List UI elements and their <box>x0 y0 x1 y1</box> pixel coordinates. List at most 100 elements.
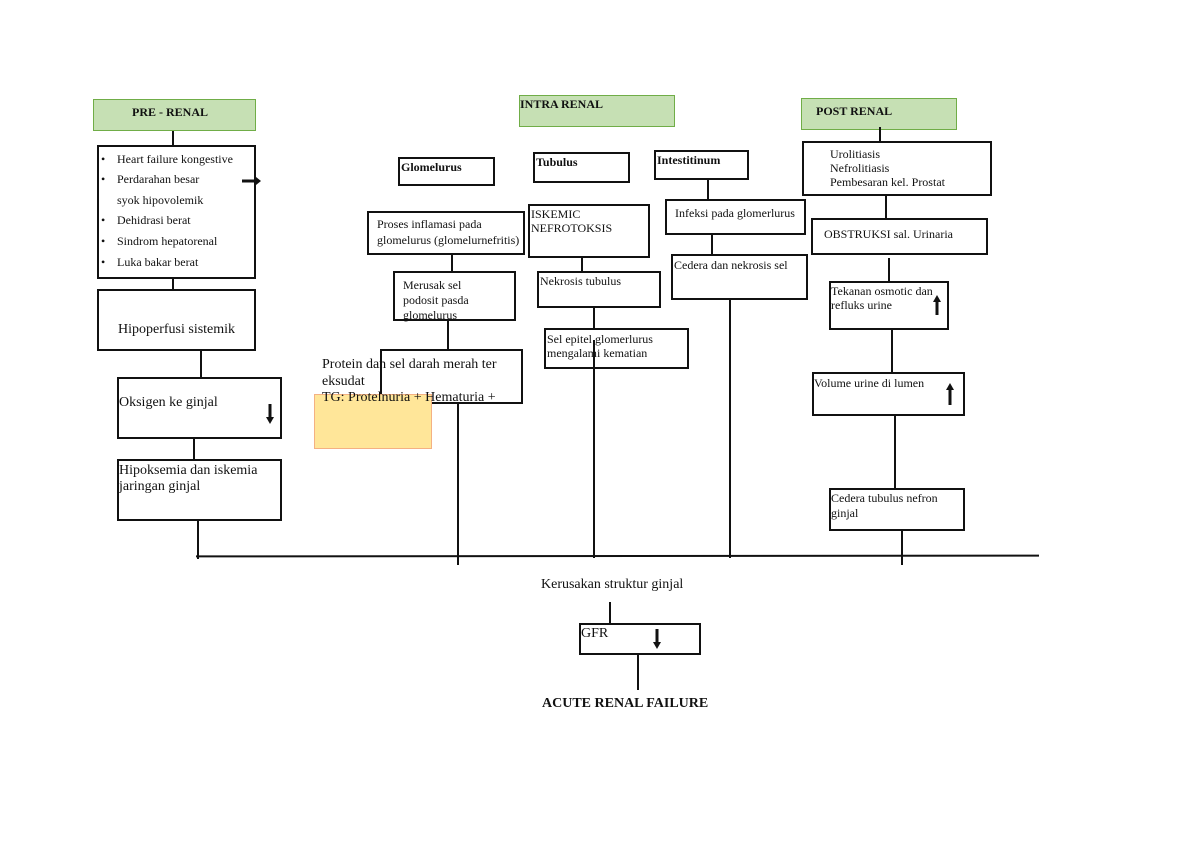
connector-line <box>197 521 199 559</box>
connector-line <box>609 602 611 624</box>
hipoperfusi-box: Hipoperfusi sistemik <box>97 289 256 351</box>
arrow-up-icon <box>946 383 954 405</box>
interstitium-step2-box: Cedera dan nekrosis sel <box>671 254 808 300</box>
hipoksemia-label: jaringan ginjal <box>119 479 201 494</box>
tekanan-label: refluks urine <box>831 298 892 312</box>
obstruksi-box: OBSTRUKSI sal. Urinaria <box>811 218 988 255</box>
tubulus-step1-box: ISKEMIC NEFROTOKSIS <box>528 204 650 258</box>
gfr-box: GFR <box>579 623 701 655</box>
glomerulus-step1-label: glomelurus (glomelurnefritis) <box>377 233 520 247</box>
cause-item-label: Dehidrasi berat <box>117 213 191 227</box>
glomerulus-header-box: Glomelurus <box>398 157 495 186</box>
arrow-down-icon <box>266 404 274 424</box>
cedera-box: Cedera tubulus nefron ginjal <box>829 488 965 531</box>
arrow-down-icon <box>653 629 661 649</box>
connector-line <box>888 258 890 281</box>
cause-item: • <box>101 213 106 227</box>
post-renal-cause: Nefrolitiasis <box>830 161 890 175</box>
tubulus-step1-label: NEFROTOKSIS <box>531 221 613 235</box>
glomerulus-step2-label: podosit pasda <box>403 293 469 307</box>
cedera-label: Cedera tubulus nefron <box>831 491 938 505</box>
tekanan-label: Tekanan osmotic dan <box>831 284 933 298</box>
intra-renal-title: INTRA RENAL <box>520 97 604 111</box>
final-outcome-label: ACUTE RENAL FAILURE <box>542 696 709 711</box>
hipoksemia-label: Hipoksemia dan iskemia <box>119 463 258 478</box>
connector-line <box>457 404 459 565</box>
volume-box: Volume urine di lumen <box>812 372 965 416</box>
tubulus-title: Tubulus <box>536 155 578 169</box>
cause-item: • <box>101 234 106 248</box>
connector-line <box>729 300 731 558</box>
connector-line <box>200 351 202 378</box>
post-renal-title: POST RENAL <box>816 104 893 118</box>
pre-renal-causes-box: • Heart failure kongestive • Perdarahan … <box>97 145 256 279</box>
tubulus-step2-box: Nekrosis tubulus <box>537 271 661 308</box>
cause-item-label: Heart failure kongestive <box>117 152 233 166</box>
interstitium-header-box: Intestitinum <box>654 150 749 180</box>
connector-line <box>451 255 453 272</box>
connector-line <box>172 131 174 146</box>
tekanan-box: Tekanan osmotic dan refluks urine <box>829 281 949 330</box>
tubulus-step2-label: Nekrosis tubulus <box>540 274 621 288</box>
glomerulus-title: Glomelurus <box>401 160 462 174</box>
connector-line <box>711 235 713 255</box>
obstruksi-label: OBSTRUKSI sal. Urinaria <box>824 227 953 241</box>
kerusakan-label: Kerusakan struktur ginjal <box>541 577 684 592</box>
connector-line <box>581 258 583 272</box>
glomerulus-step3-label: TG: Protelnuria + Hematuria + <box>322 390 496 405</box>
cause-item-label: Luka bakar berat <box>117 255 199 269</box>
glomerulus-step1-label: Proses inflamasi pada <box>377 217 482 231</box>
intra-renal-header: INTRA RENAL <box>519 95 675 127</box>
oksigen-box: Oksigen ke ginjal <box>117 377 282 439</box>
cause-item: • <box>101 255 106 269</box>
glomerulus-step3-label: eksudat <box>322 374 365 389</box>
glomerulus-step3-label: Protein dan sel darah merah ter <box>322 357 497 372</box>
post-renal-causes-box: Urolitiasis Nefrolitiasis Pembesaran kel… <box>802 141 992 196</box>
cause-item: • <box>101 152 106 166</box>
cedera-label: ginjal <box>831 506 859 520</box>
interstitium-step1-box: Infeksi pada glomerlurus <box>665 199 806 235</box>
arrow-up-icon <box>933 295 941 315</box>
post-renal-header: POST RENAL <box>801 98 957 130</box>
connector-line <box>707 180 709 200</box>
tubulus-header-box: Tubulus <box>533 152 630 183</box>
volume-label: Volume urine di lumen <box>814 376 925 390</box>
connector-line <box>193 439 195 460</box>
interstitium-title: Intestitinum <box>657 153 721 167</box>
oksigen-label: Oksigen ke ginjal <box>119 395 218 410</box>
connector-line <box>172 279 174 290</box>
tubulus-step1-label: ISKEMIC <box>531 207 581 221</box>
connector-line <box>879 127 881 143</box>
hipoksemia-box: Hipoksemia dan iskemia jaringan ginjal <box>117 459 282 521</box>
glomerulus-step1-box: Proses inflamasi pada glomelurus (glomel… <box>367 211 525 255</box>
connector-line <box>637 655 639 690</box>
connector-line <box>891 330 893 373</box>
hipoperfusi-label: Hipoperfusi sistemik <box>118 322 236 337</box>
post-renal-cause: Urolitiasis <box>830 147 880 161</box>
note-highlight <box>314 394 432 449</box>
connector-line <box>593 340 595 558</box>
connector-line <box>447 321 449 349</box>
interstitium-step2-label: Cedera dan nekrosis sel <box>674 258 788 272</box>
arrow-right-icon <box>242 177 261 185</box>
pre-renal-title: PRE - RENAL <box>132 105 209 119</box>
glomerulus-step2-box: Merusak sel podosit pasda glomelurus <box>393 271 516 322</box>
connector-line <box>885 196 887 219</box>
tubulus-step3-label: Sel epitel glomerlurus <box>547 332 653 346</box>
post-renal-cause: Pembesaran kel. Prostat <box>830 175 945 189</box>
glomerulus-step2-label: Merusak sel <box>403 278 462 292</box>
gfr-label: GFR <box>581 626 609 641</box>
cause-item-label: Sindrom hepatorenal <box>117 234 218 248</box>
connector-line <box>901 531 903 565</box>
merge-line <box>195 554 1040 558</box>
glomerulus-step2-label: glomelurus <box>403 308 457 322</box>
cause-item: • <box>101 172 106 186</box>
interstitium-step1-label: Infeksi pada glomerlurus <box>675 206 795 220</box>
cause-item-label: syok hipovolemik <box>117 193 204 207</box>
connector-line <box>593 308 595 329</box>
tubulus-step3-label: mengalami kematian <box>547 346 648 360</box>
connector-line <box>894 416 896 489</box>
pre-renal-header: PRE - RENAL <box>93 99 256 131</box>
tubulus-step3-box: Sel epitel glomerlurus mengalami kematia… <box>544 328 689 369</box>
cause-item-label: Perdarahan besar <box>117 172 200 186</box>
